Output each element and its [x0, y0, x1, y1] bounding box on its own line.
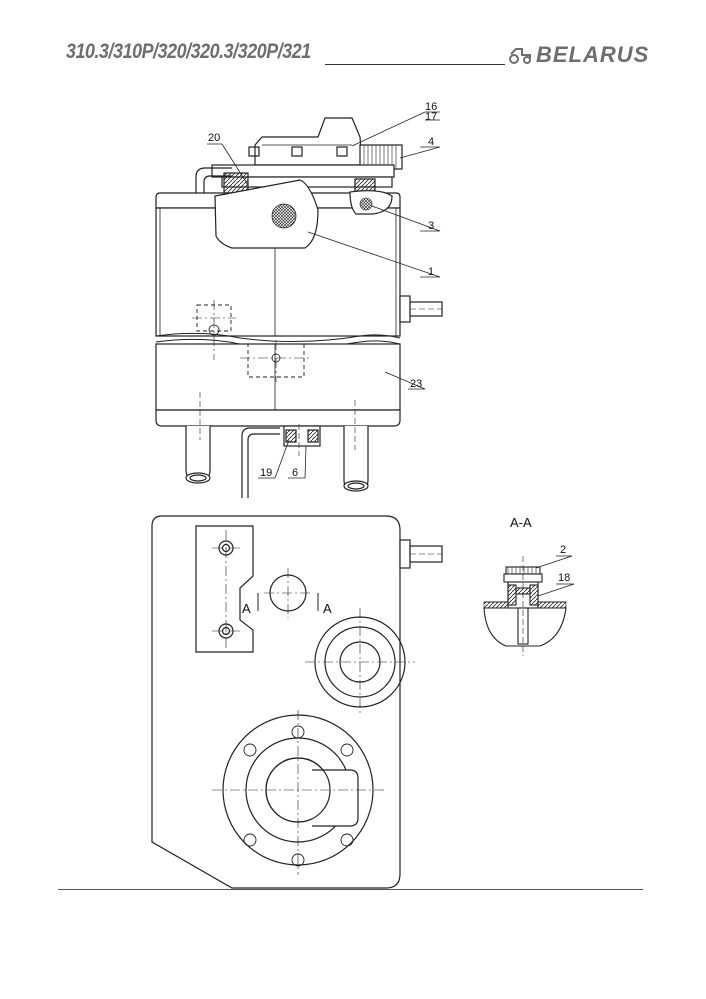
callout-6: 6 [292, 467, 298, 479]
section-title: A-A [510, 515, 532, 530]
tractor-icon [509, 48, 531, 64]
callout-23: 23 [410, 378, 422, 390]
callout-4: 4 [428, 136, 434, 148]
brand-name: BELARUS [536, 42, 650, 67]
callout-2: 2 [560, 544, 566, 556]
callout-19: 19 [260, 467, 272, 479]
model-title: 310.3/310P/320/320.3/320P/321 [66, 40, 311, 63]
footer-rule [58, 889, 643, 890]
header-rule [325, 64, 505, 65]
section-a-a [483, 556, 567, 656]
brand-logo: BELARUS [508, 42, 649, 68]
callout-labels: 16 17 20 4 3 1 23 19 6 2 18 [208, 101, 570, 584]
callout-20: 20 [208, 132, 220, 144]
callout-3: 3 [428, 220, 434, 232]
leader-lines-section [535, 555, 575, 597]
leader-lines-front [207, 111, 441, 479]
callout-16: 16 [425, 101, 437, 113]
callout-1: 1 [428, 266, 434, 278]
section-mark-left: A [242, 601, 251, 616]
section-mark-right: A [323, 601, 332, 616]
callout-17: 17 [425, 111, 437, 123]
front-elevation [155, 117, 443, 498]
plan-view [151, 515, 443, 889]
callout-18: 18 [558, 572, 570, 584]
